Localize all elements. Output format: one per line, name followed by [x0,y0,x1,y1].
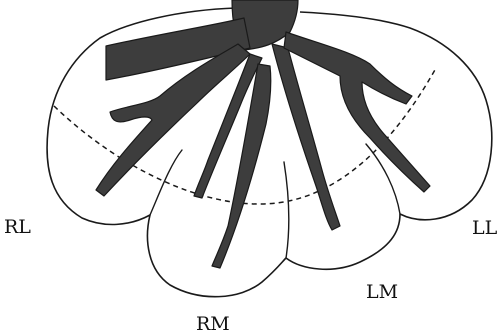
label-lm: LM [366,281,398,303]
label-rm: RM [196,313,230,335]
label-ll: LL [472,217,498,239]
label-rl: RL [4,216,31,238]
